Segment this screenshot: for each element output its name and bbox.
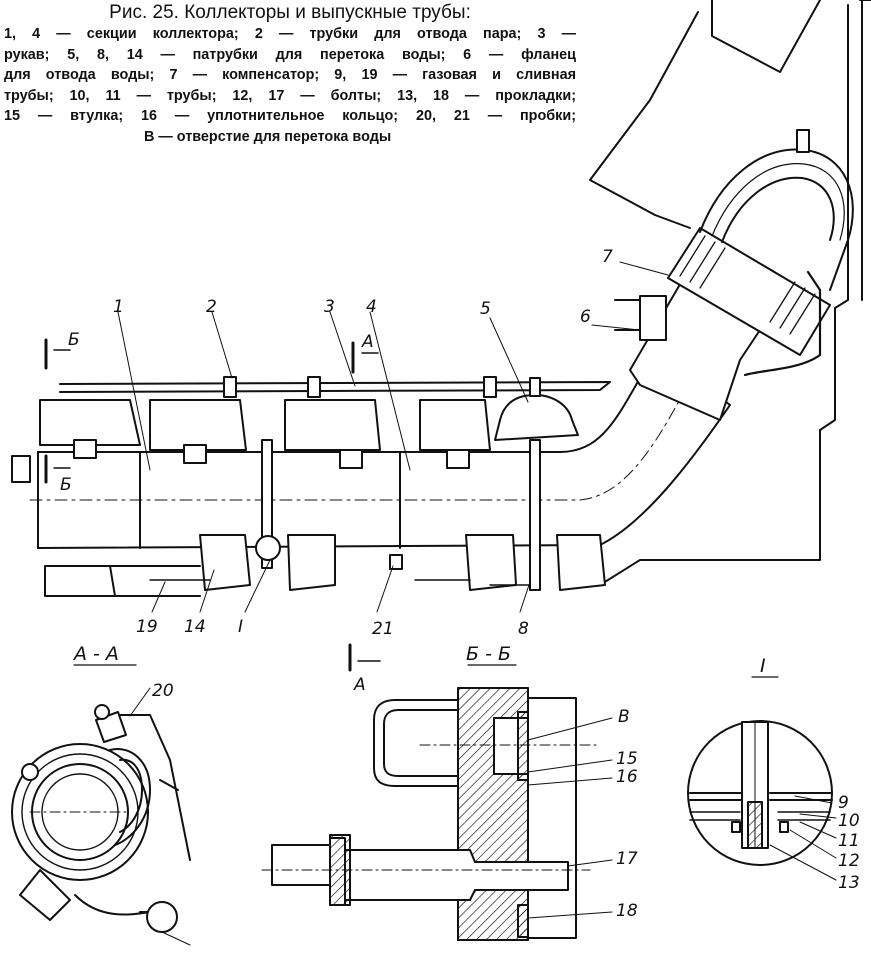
drain-pipe-run [149, 579, 531, 586]
drain-cap [146, 901, 178, 933]
label-14: 14 [184, 617, 206, 637]
branch-5-cap [529, 377, 541, 397]
steam-pipe-union [223, 376, 237, 398]
label-20: 20 [152, 681, 174, 701]
label-3: 3 [324, 297, 335, 317]
bolt-12 [731, 821, 741, 833]
steam-pipe-section [373, 699, 459, 787]
label-4: 4 [366, 297, 377, 317]
tie-rod [261, 439, 273, 569]
label-18: 18 [616, 901, 638, 921]
label-10: 10 [838, 811, 860, 831]
label-7: 7 [602, 247, 613, 267]
manifold-ring [11, 743, 149, 881]
section-BB-title: Б - Б [466, 643, 511, 665]
label-11: 11 [838, 831, 860, 851]
label-19: 19 [136, 617, 158, 637]
bypass-pipe [743, 270, 822, 377]
top-port-flanges [39, 399, 491, 469]
steam-pipe [59, 381, 611, 393]
manifold-body [37, 349, 731, 549]
detail-I [687, 676, 837, 881]
label-12: 12 [838, 851, 860, 871]
caption-line-5: 15 — втулка; 16 — уплотнительное кольцо;… [4, 108, 576, 124]
outlet-bend-inner [711, 163, 845, 241]
label-V: В [618, 707, 630, 727]
label-15: 15 [616, 749, 638, 769]
label-21: 21 [372, 619, 394, 639]
compensator-7 [667, 227, 831, 356]
detail-I-title: I [760, 655, 766, 677]
caption-line-6: В — отверстие для перетока воды [144, 128, 392, 145]
label-2: 2 [206, 297, 217, 317]
water-flange-6 [614, 295, 667, 341]
bottom-port-flanges [199, 534, 606, 591]
label-1: 1 [113, 297, 124, 317]
manifold-end-nut [11, 455, 31, 483]
water-jacket-branch [109, 748, 151, 846]
label-17: 17 [616, 849, 638, 869]
caption-line-4: трубы; 10, 11 — трубы; 12, 17 — болты; 1… [4, 87, 576, 104]
plug-20-head [94, 704, 110, 720]
figure-caption: Рис. 25. Коллекторы и выпускные трубы: 1… [4, 2, 576, 147]
gasket-18 [517, 904, 529, 938]
steam-pipe-union [307, 376, 321, 398]
label-9: 9 [838, 793, 849, 813]
caption-line-3: для отвода воды; 7 — компенсатор; 9, 19 … [4, 67, 576, 83]
leader-lines-BB [527, 717, 613, 919]
caption-line-2: рукав; 5, 8, 14 — патрубки для перетока … [4, 46, 576, 63]
label-6: 6 [580, 307, 591, 327]
outlet-stud [796, 129, 810, 153]
section-BB [261, 664, 613, 941]
tie-rod [529, 439, 541, 591]
bolt-12 [779, 821, 789, 833]
section-mark-A-bottom: А [353, 675, 366, 695]
main-view [11, 0, 871, 672]
side-plug [21, 763, 39, 781]
section-AA [11, 664, 191, 946]
label-16: 16 [616, 767, 638, 787]
label-13: 13 [838, 873, 860, 893]
water-branch-5 [494, 394, 579, 441]
label-detail-I: I [238, 617, 243, 637]
leader-lines-I [769, 795, 837, 881]
caption-title: Рис. 25. Коллекторы и выпускные трубы: [109, 2, 471, 23]
drain-pipe-19 [44, 565, 201, 597]
leader-20 [129, 687, 151, 717]
flange-body [19, 714, 191, 921]
drain-cap-leader [161, 931, 191, 946]
caption-line-1: 1, 4 — секции коллектора; 2 — трубки для… [4, 26, 576, 42]
section-mark-B-top: Б [68, 330, 80, 350]
gasket-13 [747, 801, 763, 849]
pipe-10-11 [689, 811, 831, 821]
section-mark-A-top: А [361, 332, 374, 352]
steam-pipe-union [483, 376, 497, 398]
callout-labels: 1 2 3 4 5 6 7 8 14 19 21 I Б Б А А А - А… [60, 247, 860, 921]
label-5: 5 [480, 299, 491, 319]
engine-wall [589, 0, 871, 586]
plug-21 [389, 554, 403, 570]
gas-pipe-9 [689, 792, 833, 801]
section-AA-title: А - А [72, 643, 119, 665]
section-mark-B-bottom: Б [60, 475, 72, 495]
leader-lines [117, 261, 669, 613]
manifold-centerline [29, 379, 691, 501]
compensator-bellows [679, 235, 816, 335]
label-8: 8 [518, 619, 529, 639]
seal-ring-16 [517, 711, 529, 781]
